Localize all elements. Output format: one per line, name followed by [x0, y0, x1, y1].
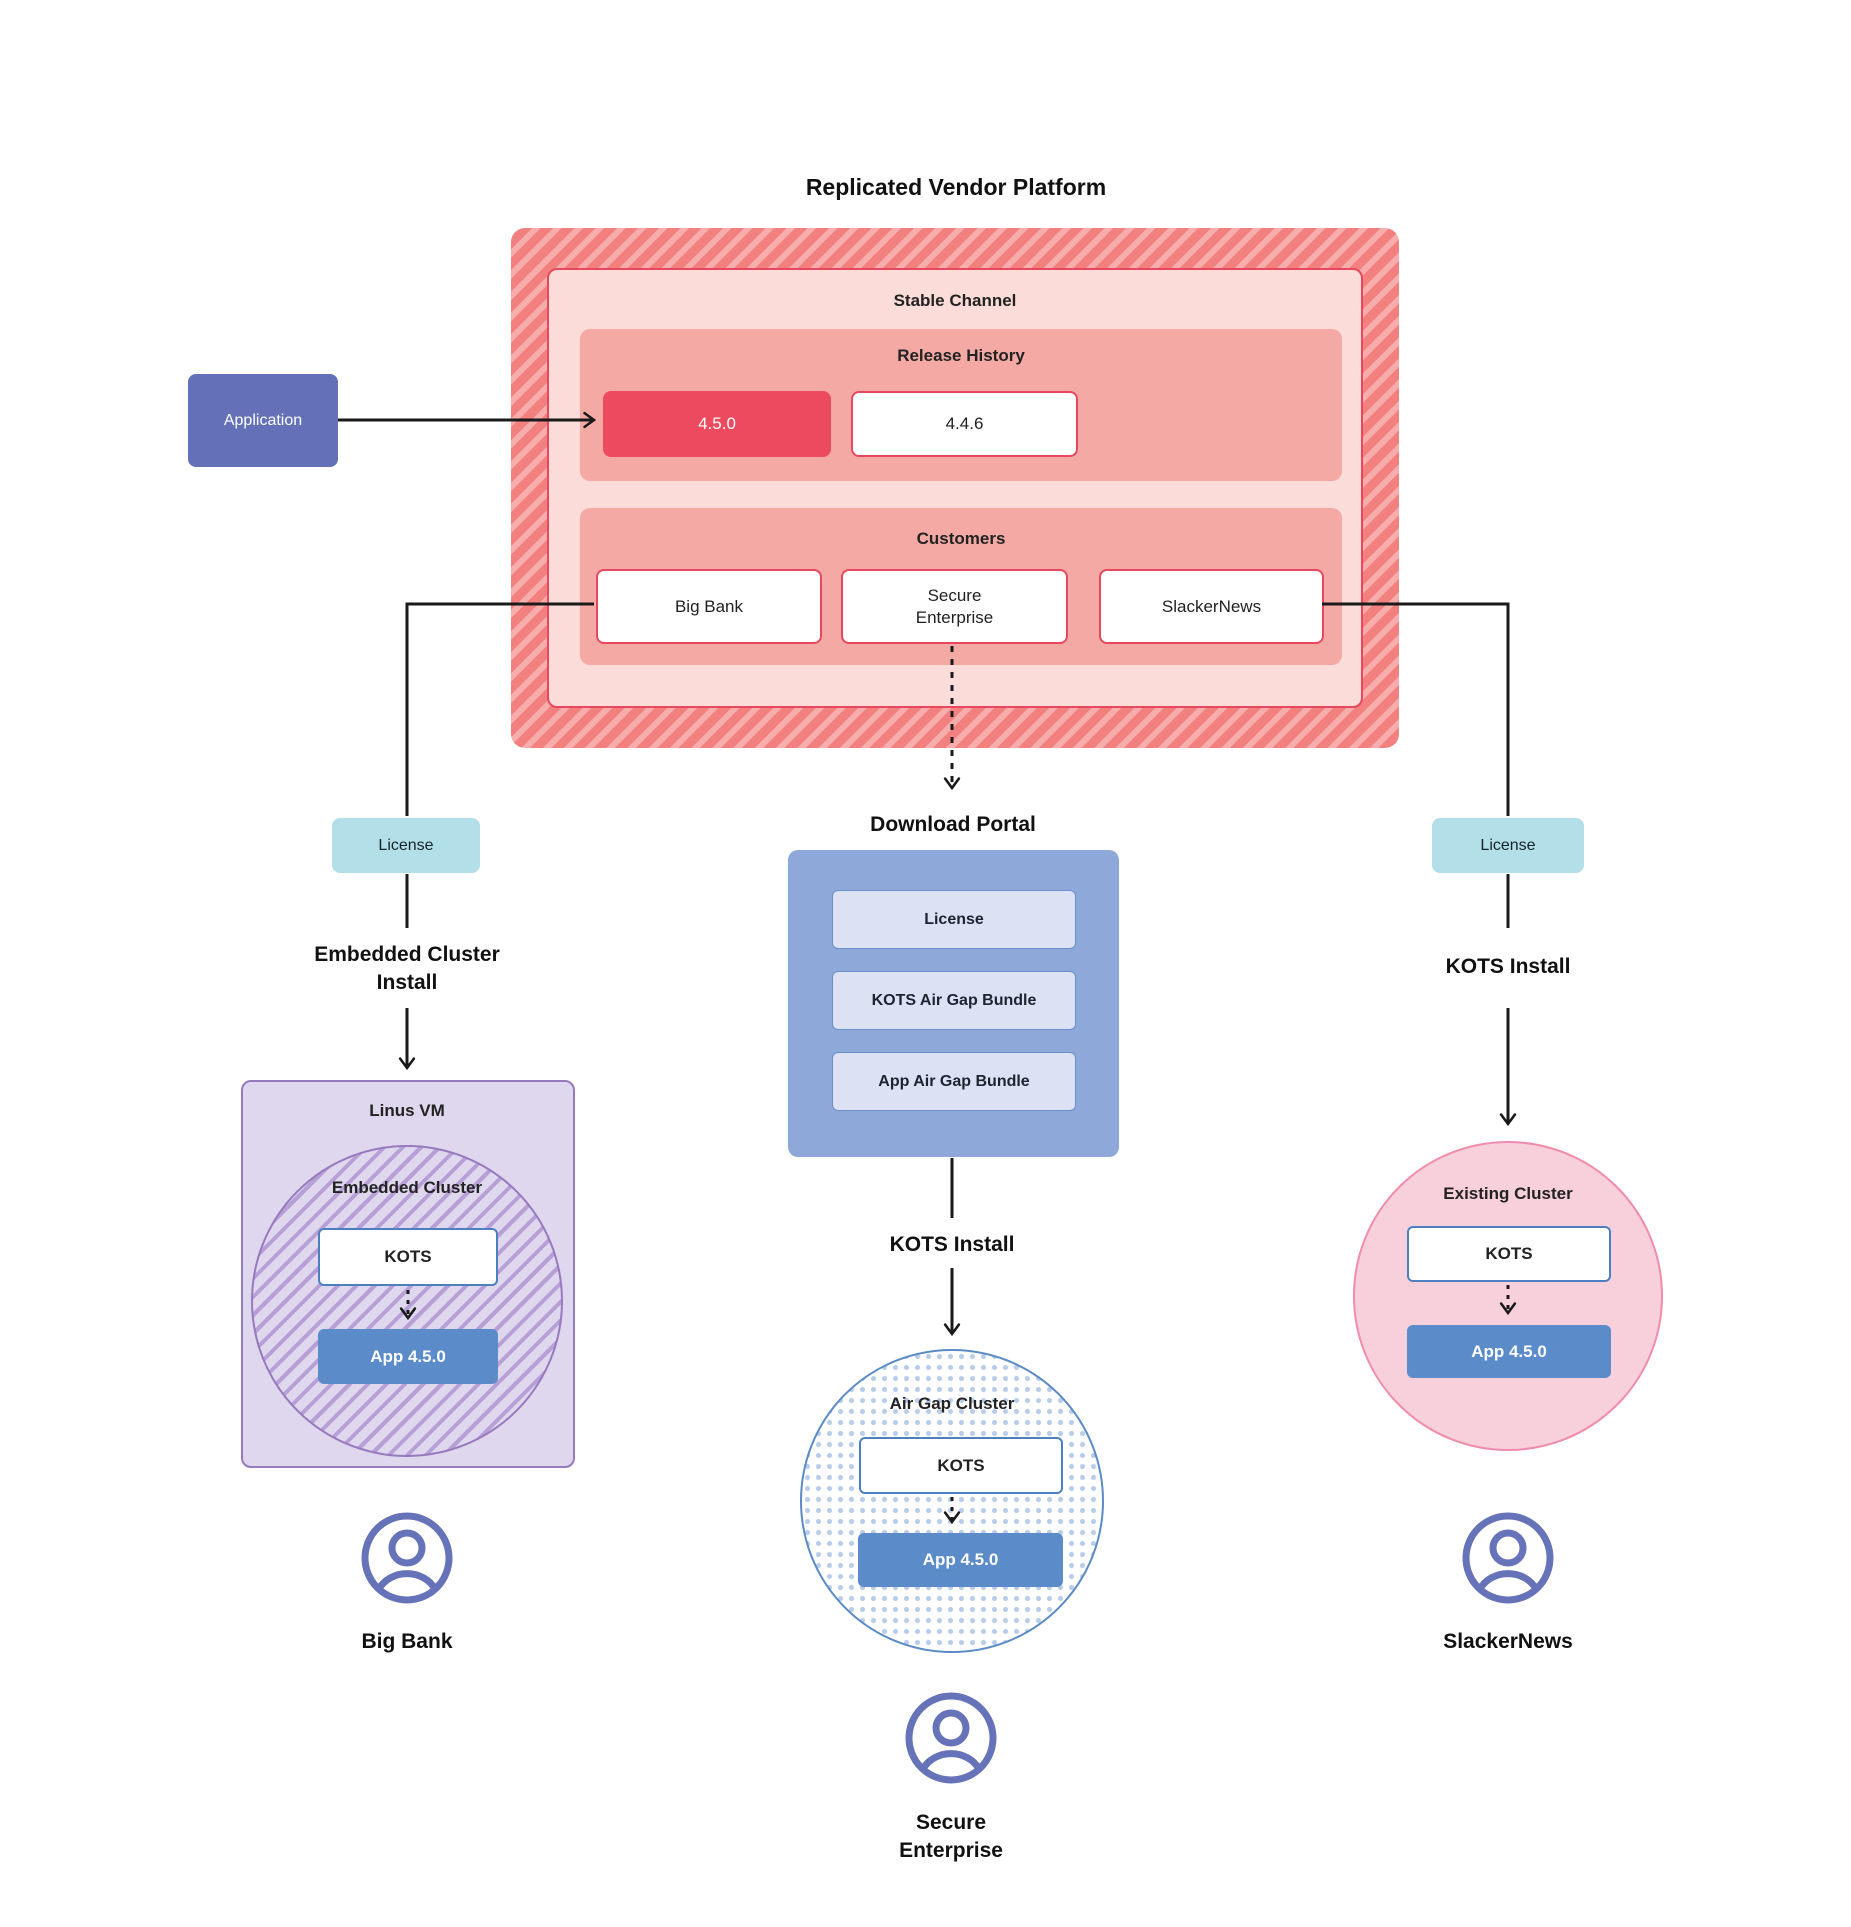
- portal-item-app-airgap-bundle: App Air Gap Bundle: [832, 1052, 1076, 1111]
- secure-enterprise-user-icon: [905, 1692, 997, 1784]
- app-box-middle: App 4.5.0: [858, 1533, 1063, 1587]
- application-box: Application: [188, 374, 338, 467]
- vendor-platform-box: Stable Channel Release History 4.5.0 4.4…: [511, 228, 1399, 748]
- customers-label: Customers: [916, 529, 1006, 548]
- big-bank-user-label: Big Bank: [361, 1630, 453, 1654]
- release-4-4-6: 4.4.6: [851, 391, 1078, 457]
- air-gap-cluster-label: Air Gap Cluster: [889, 1394, 1015, 1413]
- secure-enterprise-user-label: Secure Enterprise: [899, 1811, 1003, 1862]
- kots-install-label-middle: KOTS Install: [889, 1233, 1015, 1257]
- kots-box-right: KOTS: [1407, 1226, 1611, 1282]
- portal-item-kots-airgap-bundle: KOTS Air Gap Bundle: [832, 971, 1076, 1030]
- customer-slackernews: SlackerNews: [1099, 569, 1324, 644]
- embedded-cluster-label: Embedded Cluster: [331, 1178, 483, 1197]
- customers-box: Customers Big Bank Secure Enterprise Sla…: [580, 508, 1342, 665]
- big-bank-user-icon: [361, 1512, 453, 1604]
- download-portal-box: License KOTS Air Gap Bundle App Air Gap …: [788, 850, 1119, 1157]
- slackernews-user-icon: [1462, 1512, 1554, 1604]
- customer-secure-enterprise: Secure Enterprise: [841, 569, 1068, 644]
- stable-channel-box: Stable Channel Release History 4.5.0 4.4…: [547, 268, 1363, 708]
- slackernews-user-label: SlackerNews: [1443, 1630, 1573, 1654]
- license-box-left: License: [332, 818, 480, 873]
- portal-item-license: License: [832, 890, 1076, 949]
- customer-big-bank: Big Bank: [596, 569, 822, 644]
- download-portal-label: Download Portal: [870, 813, 1036, 837]
- customer-secure-enterprise-label: Secure Enterprise: [915, 586, 994, 627]
- app-box-right: App 4.5.0: [1407, 1325, 1611, 1378]
- embedded-cluster-install-label: Embedded Cluster Install: [314, 943, 500, 994]
- kots-box-middle: KOTS: [859, 1437, 1063, 1494]
- app-box-left: App 4.5.0: [318, 1329, 498, 1384]
- license-box-right: License: [1432, 818, 1584, 873]
- release-4-5-0: 4.5.0: [603, 391, 831, 457]
- stable-channel-label: Stable Channel: [893, 291, 1017, 310]
- linus-vm-label: Linus VM: [369, 1101, 445, 1120]
- kots-box-left: KOTS: [318, 1228, 498, 1286]
- release-history-label: Release History: [897, 346, 1025, 365]
- existing-cluster-label: Existing Cluster: [1443, 1184, 1573, 1203]
- page-title: Replicated Vendor Platform: [805, 173, 1107, 200]
- kots-install-label-right: KOTS Install: [1445, 955, 1571, 979]
- release-history-box: Release History 4.5.0 4.4.6: [580, 329, 1342, 481]
